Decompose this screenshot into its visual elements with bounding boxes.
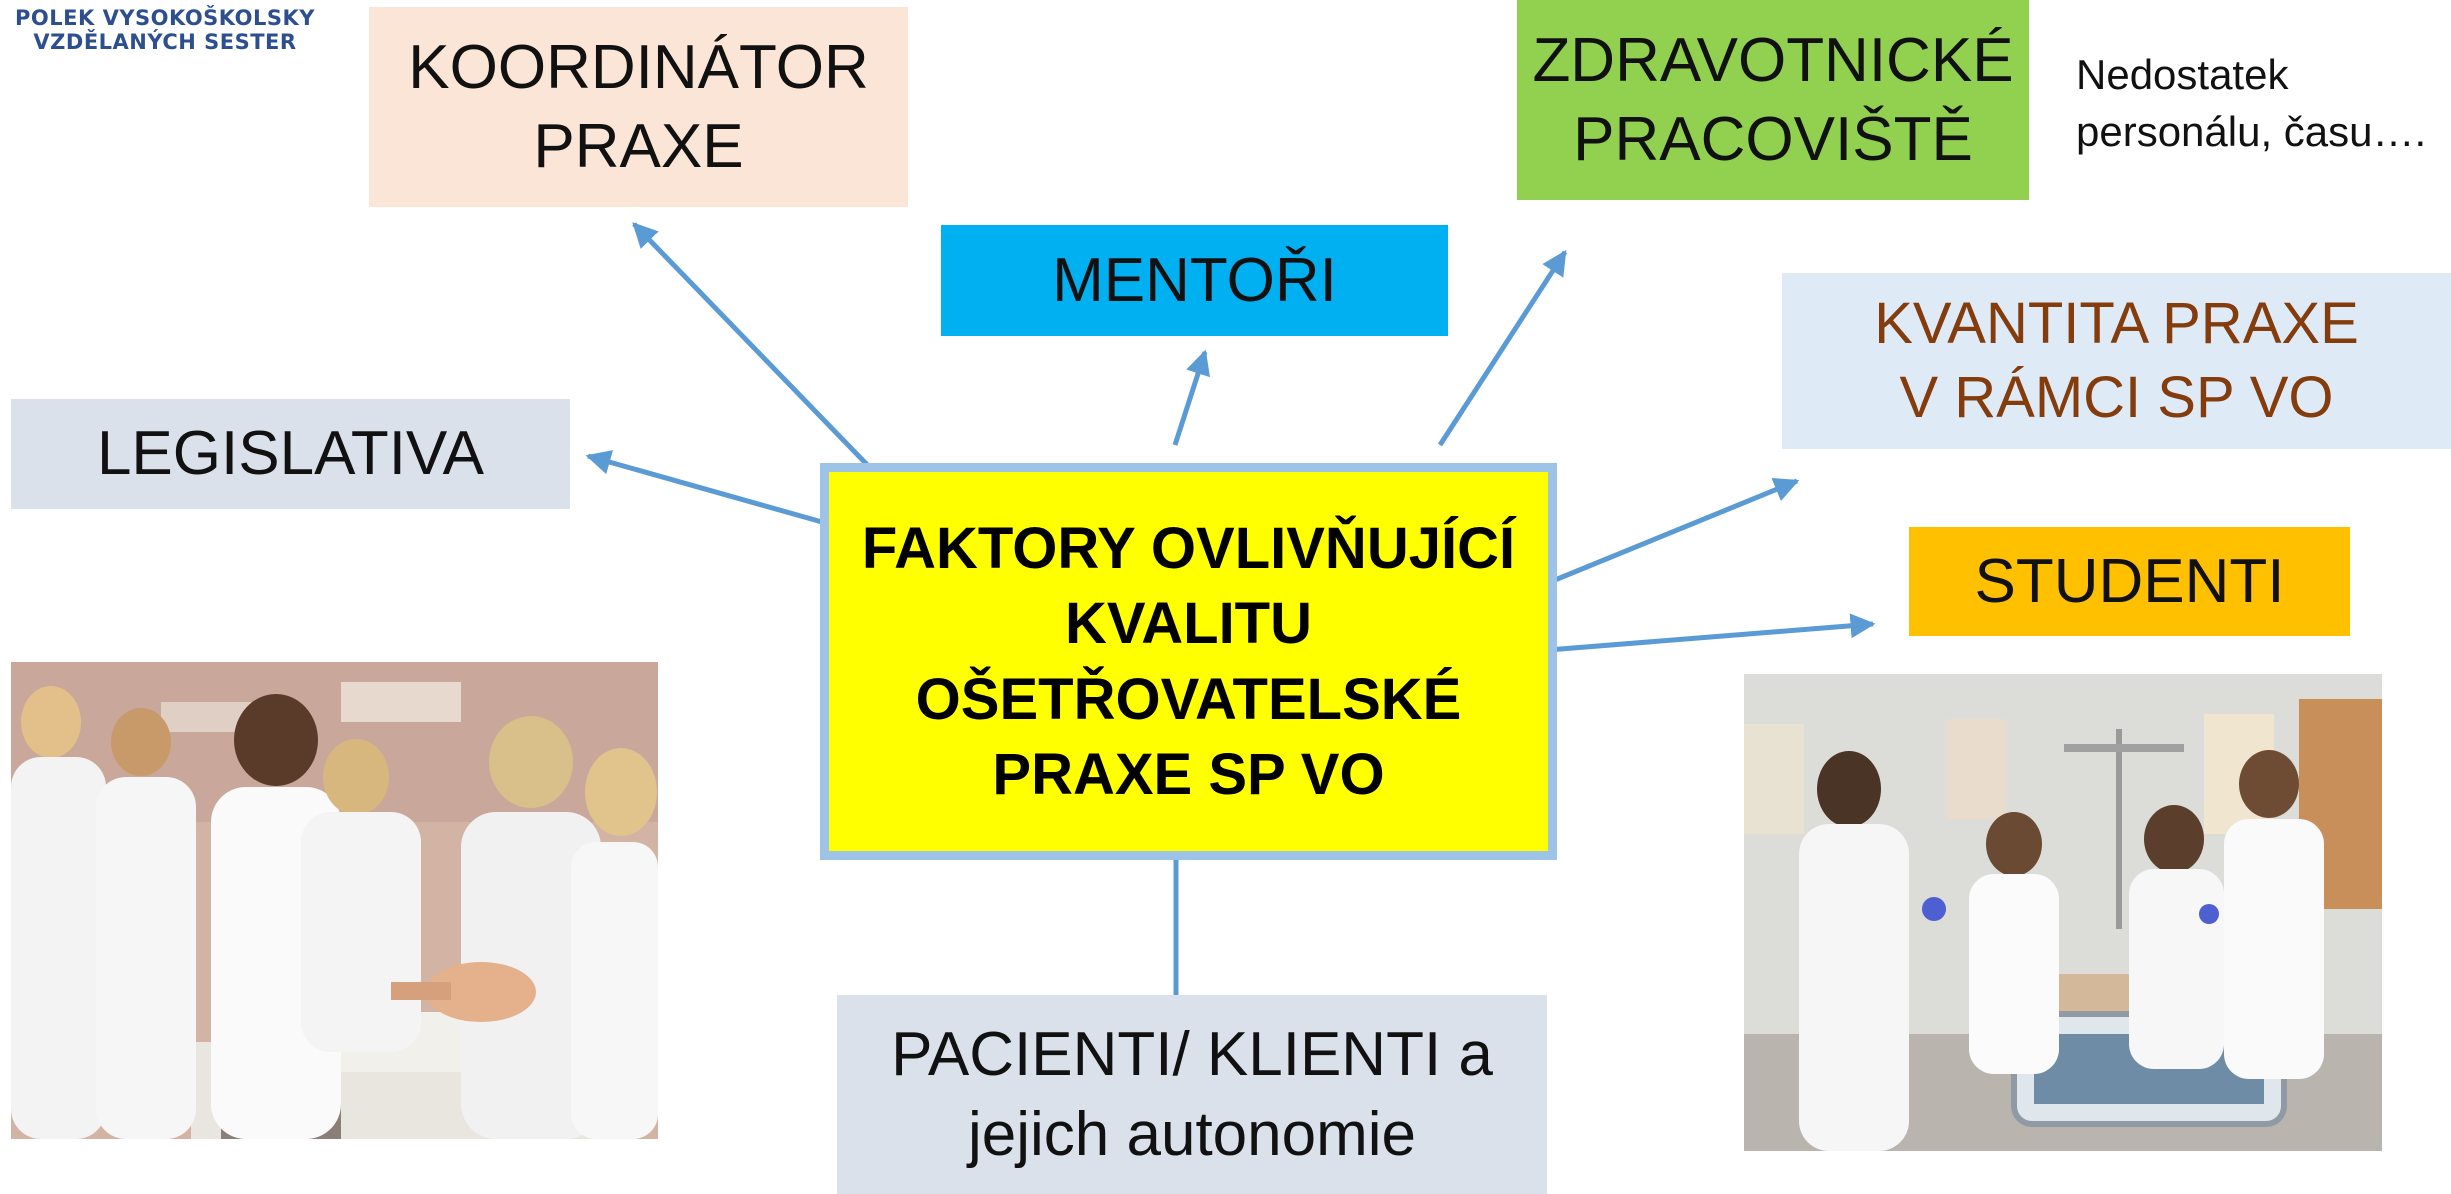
koordinator-line-2: PRAXE [533, 112, 744, 181]
center-box-factors: FAKTORY OVLIVŇUJÍCÍ KVALITU OŠETŘOVATELS… [820, 463, 1557, 860]
note-line-1: Nedostatek [2076, 51, 2289, 99]
center-line-3: OŠETŘOVATELSKÉ [915, 666, 1462, 732]
center-line-2: KVALITU [1064, 591, 1312, 657]
arrow-to-studenti [1547, 613, 1876, 653]
arrow-to-kvantita [1527, 477, 1800, 594]
note-personnel-shortage: Nedostatek personálu, času…. [2076, 48, 2436, 160]
node-zdravotnicke-pracoviste: ZDRAVOTNICKÉ PRACOVIŠTĚ [1517, 0, 2029, 200]
zdravotnicke-line-1: ZDRAVOTNICKÉ [1532, 25, 2014, 95]
node-legislativa: LEGISLATIVA [11, 399, 570, 509]
pacienti-line-1: PACIENTI/ KLIENTI a [891, 1020, 1493, 1090]
arrow-to-zdravotnicke [1437, 249, 1568, 447]
koordinator-line-1: KOORDINÁTOR [408, 32, 869, 102]
node-kvantita-praxe: KVANTITA PRAXE V RÁMCI SP VO [1782, 273, 2451, 449]
arrow-to-legislativa [585, 450, 823, 525]
center-line-1: FAKTORY OVLIVŇUJÍCÍ [861, 515, 1516, 581]
nursing-students-simulation-room-photo-right [1744, 674, 2382, 1151]
zdravotnicke-line-2: PRACOVIŠTĚ [1573, 105, 1973, 174]
pacienti-line-2: jejich autonomie [967, 1099, 1417, 1169]
logo: POLEK VYSOKOŠKOLSKY VZDĚLANÝCH SESTER [0, 6, 330, 54]
nursing-students-practice-photo-left [11, 662, 658, 1139]
mentori-label: MENTOŘI [1052, 245, 1337, 315]
studenti-label: STUDENTI [1974, 546, 2285, 616]
logo-line-2: VZDĚLANÝCH SESTER [33, 30, 297, 54]
legislativa-label: LEGISLATIVA [96, 419, 485, 489]
node-studenti: STUDENTI [1909, 527, 2350, 636]
center-line-4: PRAXE SP VO [992, 741, 1385, 807]
arrow-to-mentori [1172, 349, 1210, 446]
photo-left-illustration [11, 662, 658, 1139]
kvantita-line-1: KVANTITA PRAXE [1874, 290, 2359, 356]
kvantita-line-2: V RÁMCI SP VO [1899, 365, 2334, 430]
logo-line-1: POLEK VYSOKOŠKOLSKY [15, 6, 315, 30]
node-mentori: MENTOŘI [941, 225, 1448, 336]
note-line-2: personálu, času…. [2076, 108, 2427, 155]
photo-right-illustration [1744, 674, 2382, 1151]
arrow-to-koordinator [632, 222, 882, 480]
node-pacienti-klienti: PACIENTI/ KLIENTI a jejich autonomie [837, 995, 1547, 1194]
node-koordinator-praxe: KOORDINÁTOR PRAXE [369, 7, 908, 207]
